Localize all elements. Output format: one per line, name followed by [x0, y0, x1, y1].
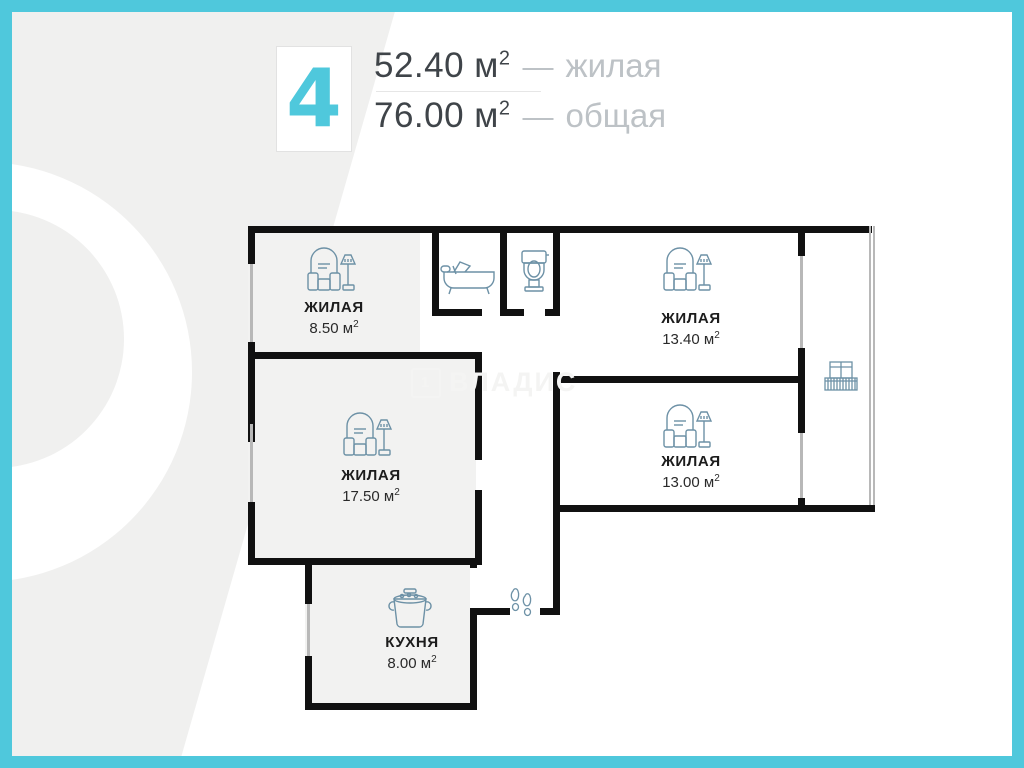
armchair-lamp-icon: [661, 243, 721, 295]
wall-exterior-left-mid: [248, 342, 255, 442]
bathtub-icon: [440, 252, 498, 296]
wall-mid-left-right-lower: [475, 490, 482, 565]
wall-toilet-right: [553, 226, 560, 316]
watermark: 1 ВЛАДИС: [411, 367, 577, 398]
wall-top-left-room-right: [432, 226, 439, 316]
area-divider: [376, 91, 541, 92]
window-right-upper: [800, 256, 803, 348]
total-area-sup: 2: [498, 97, 511, 120]
room-name: ЖИЛАЯ: [661, 453, 721, 470]
room-name: ЖИЛАЯ: [661, 310, 721, 327]
footprints-icon: [509, 588, 535, 618]
wall-right-interior-mid: [798, 348, 805, 376]
total-area-value: 76.00 м2: [374, 96, 511, 135]
wall-kitchen-right: [470, 608, 477, 708]
room-label-kitchen: КУХНЯ 8.00 м2: [342, 634, 482, 672]
wall-right-divider-cap: [798, 370, 805, 389]
wall-mid-left-right-upper: [475, 352, 482, 460]
living-area-kind: жилая: [565, 47, 662, 84]
wall-exterior-left-upper: [248, 226, 255, 264]
floor-plan: ЖИЛАЯ 8.50 м2 ЖИЛАЯ 13.40 м2 ЖИЛАЯ 17.50…: [12, 12, 1012, 756]
wall-toilet-bottom-left: [500, 309, 524, 316]
wall-bath-bottom-left: [432, 309, 482, 316]
room-name: КУХНЯ: [385, 634, 439, 651]
room-label-mid-left: ЖИЛАЯ 17.50 м2: [300, 467, 442, 505]
wall-corridor-vertical: [553, 372, 560, 507]
armchair-lamp-icon: [661, 400, 721, 452]
window-kitchen-left: [307, 604, 310, 656]
wall-kitchen-left-lower: [305, 656, 312, 710]
room-area: 8.00 м2: [387, 654, 437, 673]
room-label-top-right: ЖИЛАЯ 13.40 м2: [620, 310, 762, 348]
room-fill-kitchen: [305, 564, 470, 709]
room-area: 17.50 м2: [342, 487, 400, 506]
room-name: ЖИЛАЯ: [341, 467, 401, 484]
armchair-lamp-icon: [341, 408, 401, 460]
window-left-lower: [250, 424, 253, 502]
wall-kitchen-bottom: [305, 703, 477, 710]
room-area: 13.00 м2: [662, 473, 720, 492]
wall-kitchen-top: [470, 558, 477, 568]
total-area-dash: —: [522, 99, 554, 134]
wall-right-block-bottom: [553, 505, 875, 512]
wall-kitchen-left-upper: [305, 564, 312, 604]
room-area: 13.40 м2: [662, 330, 720, 349]
balcony-outer-line: [869, 226, 871, 512]
room-label-mid-right: ЖИЛАЯ 13.00 м2: [620, 453, 762, 491]
floorplan-canvas: 4 52.40 м2 — жилая 76.00 м2 — общая: [12, 12, 1012, 756]
living-area-value: 52.40 м2: [374, 46, 511, 85]
room-fill-top-left: [248, 226, 420, 352]
wall-corridor-bottom-right: [540, 608, 560, 615]
room-fill-mid-left: [248, 358, 476, 558]
wall-toilet-bottom-right: [545, 309, 560, 316]
room-area: 8.50 м2: [309, 319, 359, 338]
balcony-icon: [822, 360, 860, 396]
cooking-pot-icon: [382, 587, 438, 631]
wall-top-left-room-bottom: [248, 352, 482, 359]
wall-right-interior-mid2: [798, 389, 805, 433]
wall-bath-toilet-divider: [500, 226, 507, 316]
wall-corridor-right-vertical: [553, 502, 560, 614]
living-area-row: 52.40 м2 — жилая: [374, 46, 666, 86]
wall-mid-left-bottom: [248, 558, 480, 565]
window-right-lower: [800, 433, 803, 498]
watermark-mark: 1: [411, 367, 441, 398]
total-area-kind: общая: [565, 97, 667, 134]
wall-exterior-left-bottom: [248, 502, 255, 564]
balcony-outer-line-2: [873, 226, 875, 512]
window-left-upper: [250, 264, 253, 342]
rooms-count-badge: 4: [276, 46, 352, 152]
area-summary: 52.40 м2 — жилая 76.00 м2 — общая: [374, 46, 666, 136]
room-name: ЖИЛАЯ: [304, 299, 364, 316]
living-area-dash: —: [522, 49, 554, 84]
toilet-icon: [517, 248, 551, 294]
wall-right-interior-top: [798, 226, 805, 256]
room-label-top-left: ЖИЛАЯ 8.50 м2: [264, 299, 404, 337]
wall-corridor-bottom-left: [470, 608, 510, 615]
armchair-lamp-icon: [305, 243, 365, 295]
wall-exterior-top: [248, 226, 872, 233]
watermark-text: ВЛАДИС: [449, 367, 578, 397]
plan-header: 4 52.40 м2 — жилая 76.00 м2 — общая: [276, 46, 666, 152]
living-area-sup: 2: [498, 47, 511, 70]
total-area-row: 76.00 м2 — общая: [374, 96, 666, 136]
wall-right-rooms-divider: [560, 376, 805, 383]
